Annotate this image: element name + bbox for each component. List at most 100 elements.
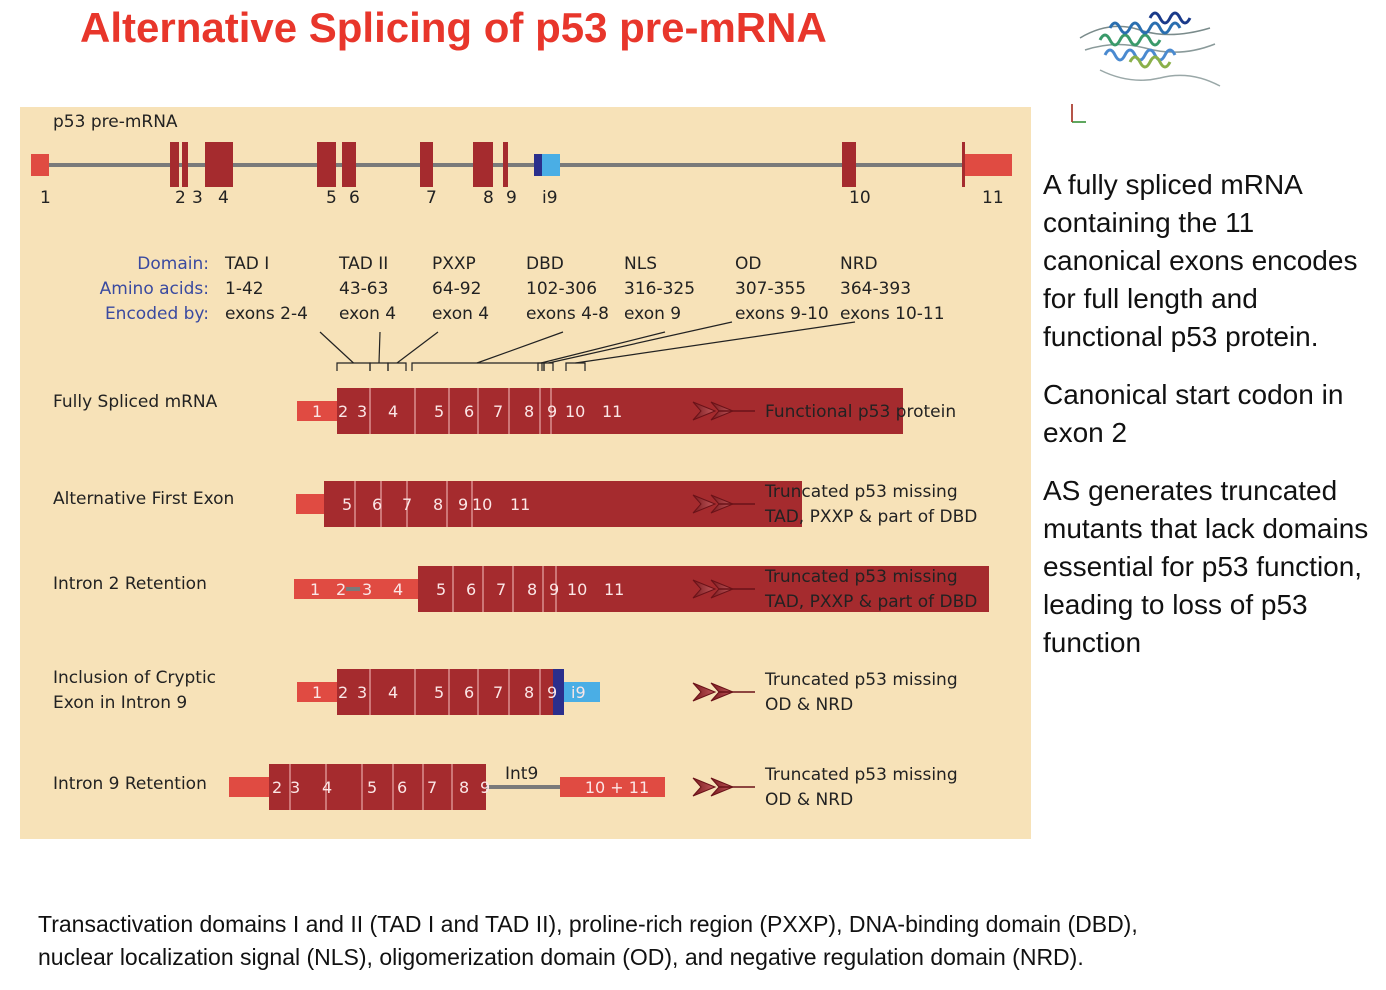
domain-name-0: TAD I [224,254,269,274]
exon-number: 3 [357,683,367,702]
exon-number: 8 [527,580,537,599]
exon-number: 9 [549,580,559,599]
gene-exon-11 [964,154,1012,176]
cryptic-exon-i9 [564,682,600,702]
isoform-label-2-0: Intron 2 Retention [53,574,207,594]
domain-amino-acids-0: 1-42 [225,279,264,299]
gene-exon-3 [182,142,188,187]
exon-number: 5 [434,402,444,421]
domain-amino-acids-1: 43-63 [339,279,388,299]
slide-title: Alternative Splicing of p53 pre-mRNA [80,4,827,51]
domain-bracket-6 [565,362,586,371]
exon-number: 9 [458,495,468,514]
exon-number: 6 [397,778,407,797]
gene-exon-i9 [542,154,560,176]
result-arrow-icon [692,494,755,514]
caption-line-1: Transactivation domains I and II (TAD I … [38,911,1138,937]
side-note-full-length: A fully spliced mRNA containing the 11 c… [1043,169,1358,352]
domain-connector-5 [548,321,733,364]
exon-number: i9 [571,683,586,702]
exon-number: 2 [338,683,348,702]
gene-exon-i9-start [534,154,542,176]
exon-number: 5 [434,683,444,702]
domain-name-5: OD [735,254,761,274]
gene-exon-9 [503,142,508,187]
domain-encoded-by-4: exon 9 [624,304,681,324]
arrow-chevron [692,777,717,797]
retained-intron-2 [346,587,360,591]
domain-connector-4 [540,331,666,364]
gene-exon-2 [170,142,179,187]
exon-number: 10 [567,580,587,599]
gene-exon-label-5: 5 [326,188,337,208]
domain-bracket-3 [411,362,543,371]
isoform-result-4-0: Truncated p53 missing [764,765,958,785]
exon-number: 9 [547,683,557,702]
domain-connector-0 [319,331,354,364]
isoform-result-3-1: OD & NRD [765,695,853,715]
exon-number: 11 [604,580,624,599]
exon-number: 11 [602,402,622,421]
exon-number: 4 [322,778,332,797]
gene-exon-label-8: 8 [483,188,494,208]
gene-exon-5 [317,142,336,187]
gene-exon-label-i9: i9 [542,188,558,208]
domain-amino-acids-6: 364-393 [840,279,911,299]
gene-exon-label-2: 2 [175,188,186,208]
isoform-result-1-0: Truncated p53 missing [764,482,958,502]
exon-number: 7 [496,580,506,599]
arrow-chevron [692,682,717,702]
gene-exon-4 [205,142,233,187]
domain-connector-2 [396,331,439,364]
isoform-result-0-0: Functional p53 protein [765,402,956,422]
domain-amino-acids-5: 307-355 [735,279,806,299]
isoform-result-4-1: OD & NRD [765,790,853,810]
exon-number: 5 [367,778,377,797]
arrow-chevron [692,401,717,421]
gene-exon-label-3: 3 [192,188,203,208]
exon-number: 1 [312,402,322,421]
isoform-result-3-0: Truncated p53 missing [764,670,958,690]
coding-region [337,669,554,715]
exon-number: 10 [472,495,492,514]
exon-number: 2 [338,402,348,421]
result-arrow-icon [692,777,755,797]
domain-connector-1 [378,331,381,364]
domain-name-3: DBD [526,254,564,274]
gene-exon-label-11: 11 [982,188,1004,208]
domain-encoded-by-3: exons 4-8 [526,304,609,324]
gene-exon-6 [342,142,356,187]
gene-exon-label-10: 10 [849,188,871,208]
isoform-label-3-0: Inclusion of Cryptic [53,668,216,688]
exon-number: 3 [290,778,300,797]
domain-amino-acids-3: 102-306 [526,279,597,299]
exon-number: 10 [565,402,585,421]
exon-number: 11 [510,495,530,514]
domain-abbreviation-caption: Transactivation domains I and II (TAD I … [38,908,1368,974]
domain-name-1: TAD II [338,254,388,274]
exon-number: 6 [464,683,474,702]
arrow-chevron [692,579,717,599]
exon-number: 1 [310,580,320,599]
isoform-result-2-1: TAD, PXXP & part of DBD [764,592,977,612]
domain-bracket-1 [369,362,389,371]
result-arrow-icon [692,401,755,421]
domain-bracket-5 [543,362,554,371]
isoform-label-4-0: Intron 9 Retention [53,774,207,794]
exon-number: 10 + 11 [585,778,649,797]
exon-number: 6 [466,580,476,599]
exon-number: 6 [372,495,382,514]
side-notes: A fully spliced mRNA containing the 11 c… [1043,166,1373,682]
side-note-truncated-mutants: AS generates truncated mutants that lack… [1043,475,1369,658]
coding-region [269,764,486,810]
gene-exon-1 [31,154,49,176]
exon-number: 8 [524,683,534,702]
exon-number: 5 [342,495,352,514]
retained-intron-9 [483,785,561,789]
exon-number: 7 [493,402,503,421]
gene-exon-label-4: 4 [218,188,229,208]
